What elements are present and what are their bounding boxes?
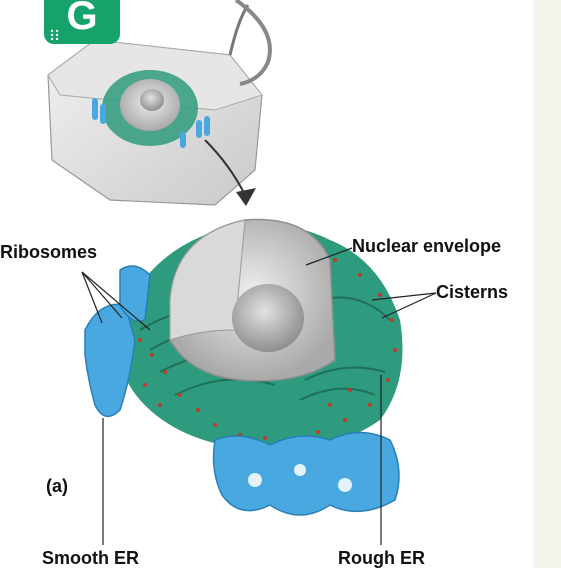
label-rough-er: Rough ER (338, 548, 425, 568)
zoom-arrowhead (236, 188, 256, 206)
label-nuclear-envelope: Nuclear envelope (352, 236, 502, 256)
label-ribosomes: Ribosomes (0, 242, 98, 262)
ribosome-dots (128, 246, 397, 442)
side-panel (533, 0, 561, 568)
badge-letter: G (66, 0, 98, 38)
er-illustration (84, 218, 403, 516)
chapter-badge: G (44, 0, 120, 44)
label-panel-a: (a) (46, 476, 68, 496)
leader-lines (81, 247, 437, 545)
label-cisterns: Cisterns (436, 282, 509, 302)
label-smooth-er: Smooth ER (42, 548, 139, 568)
zoom-arrow (204, 139, 246, 196)
cell-overview (47, 0, 272, 206)
braille-dots-icon (50, 28, 60, 41)
